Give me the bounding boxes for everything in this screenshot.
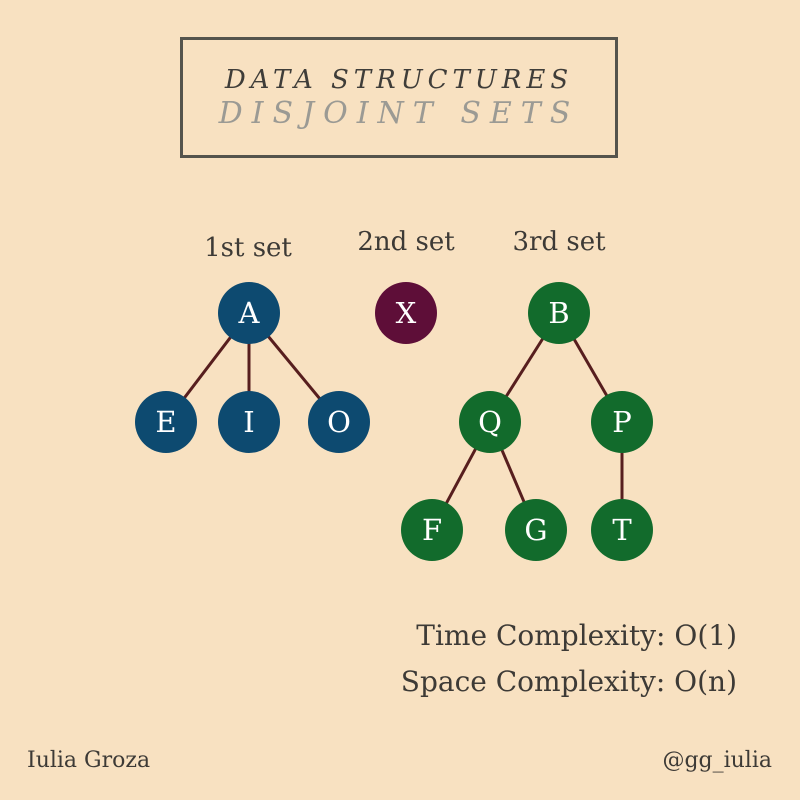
node-F: F	[401, 499, 463, 561]
node-G: G	[505, 499, 567, 561]
set-label-3: 3rd set	[512, 227, 606, 257]
node-P: P	[591, 391, 653, 453]
edge-Q-G	[499, 448, 527, 504]
author-handle: @gg_iulia	[662, 748, 772, 773]
node-label-I: I	[243, 405, 254, 439]
nodes-layer: A E I O X B Q P F G T	[135, 282, 653, 561]
node-A: A	[218, 282, 280, 344]
edge-B-P	[572, 337, 609, 398]
set-label-1: 1st set	[204, 233, 292, 263]
node-I: I	[218, 391, 280, 453]
node-circle-X	[375, 282, 437, 344]
set-labels-layer: 1st set 2nd set 3rd set	[204, 227, 606, 263]
node-label-T: T	[612, 513, 632, 547]
title-main: DATA STRUCTURES	[224, 64, 574, 95]
time-complexity: Time Complexity: O(1)	[416, 619, 737, 652]
complexity-block: Time Complexity: O(1) Space Complexity: …	[401, 613, 737, 705]
edge-A-E	[182, 335, 233, 400]
title-box: DATA STRUCTURES DISJOINT SETS	[180, 37, 618, 158]
node-circle-B	[528, 282, 590, 344]
node-label-G: G	[524, 513, 547, 547]
title-subtitle: DISJOINT SETS	[218, 95, 580, 131]
node-Q: Q	[459, 391, 521, 453]
node-circle-Q	[459, 391, 521, 453]
node-O: O	[308, 391, 370, 453]
node-T: T	[591, 499, 653, 561]
node-label-B: B	[548, 296, 569, 330]
node-X: X	[375, 282, 437, 344]
edge-A-O	[266, 334, 322, 401]
node-circle-E	[135, 391, 197, 453]
edge-B-Q	[504, 336, 545, 399]
node-label-Q: Q	[478, 405, 502, 439]
author-name: Iulia Groza	[27, 748, 151, 773]
node-label-A: A	[238, 296, 261, 330]
edges-layer	[182, 334, 624, 506]
set-label-2: 2nd set	[357, 227, 455, 257]
node-label-O: O	[327, 405, 351, 439]
node-circle-O	[308, 391, 370, 453]
node-circle-I	[218, 391, 280, 453]
node-circle-A	[218, 282, 280, 344]
node-label-F: F	[422, 513, 442, 547]
node-label-X: X	[396, 296, 417, 330]
node-circle-T	[591, 499, 653, 561]
edge-Q-F	[444, 446, 478, 506]
node-label-E: E	[155, 405, 176, 439]
node-circle-G	[505, 499, 567, 561]
node-B: B	[528, 282, 590, 344]
node-E: E	[135, 391, 197, 453]
node-circle-F	[401, 499, 463, 561]
node-circle-P	[591, 391, 653, 453]
space-complexity: Space Complexity: O(n)	[400, 665, 737, 698]
node-label-P: P	[612, 405, 632, 439]
